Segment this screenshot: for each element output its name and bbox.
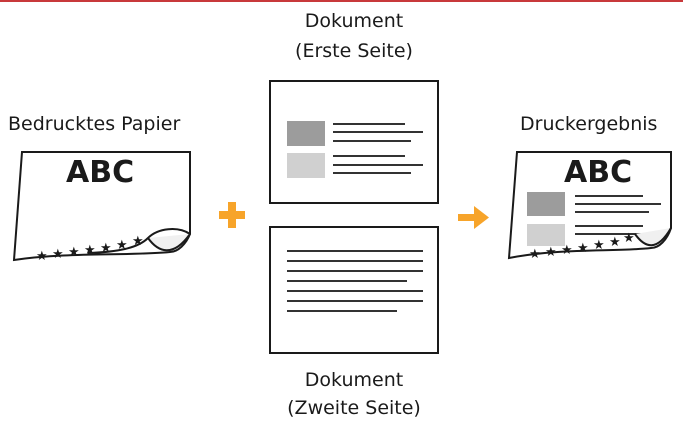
image-block-dark	[287, 121, 325, 146]
svg-text:★: ★	[36, 249, 48, 264]
image-block-light	[287, 153, 325, 178]
label-doc2-subtitle: (Zweite Seite)	[287, 397, 421, 419]
text-line	[333, 172, 411, 174]
svg-text:★: ★	[577, 241, 589, 256]
svg-text:★: ★	[116, 238, 128, 253]
text-line	[333, 164, 423, 166]
svg-text:★: ★	[545, 245, 557, 260]
text-line	[287, 290, 423, 292]
text-line	[287, 310, 397, 312]
svg-text:★: ★	[609, 235, 621, 250]
text-line	[287, 270, 423, 272]
text-line	[287, 280, 407, 282]
svg-text:★: ★	[529, 247, 541, 262]
text-line	[287, 300, 423, 302]
result-paper-illustration: ★★★ ★★★★	[507, 151, 672, 262]
star-icon: ★★★ ★★★★	[529, 231, 635, 262]
text-line	[287, 250, 423, 252]
label-doc1-title: Dokument	[304, 10, 404, 32]
document-second-page	[269, 226, 439, 354]
svg-text:★: ★	[68, 245, 80, 260]
star-icon: ★ ★ ★ ★ ★ ★ ★	[36, 234, 144, 264]
text-line	[333, 123, 405, 125]
label-doc1-subtitle: (Erste Seite)	[295, 40, 413, 62]
header-rule	[0, 0, 683, 2]
plus-icon	[219, 202, 245, 228]
text-line	[333, 131, 423, 133]
document-first-page	[269, 80, 439, 204]
result-paper-text: ABC	[564, 155, 633, 190]
svg-text:★: ★	[84, 243, 96, 258]
arrow-right-icon	[458, 206, 489, 229]
text-line	[333, 155, 405, 157]
printed-paper-illustration: ★ ★ ★ ★ ★ ★ ★	[12, 151, 191, 264]
svg-text:★: ★	[561, 243, 573, 258]
svg-text:★: ★	[100, 241, 112, 256]
svg-text:★: ★	[52, 247, 64, 262]
printed-paper-text: ABC	[66, 155, 135, 190]
text-line	[333, 140, 411, 142]
svg-text:★: ★	[623, 231, 635, 246]
svg-text:★: ★	[593, 238, 605, 253]
label-printed-paper: Bedrucktes Papier	[8, 113, 181, 135]
label-doc2-title: Dokument	[304, 369, 404, 391]
label-result: Druckergebnis	[520, 113, 658, 135]
svg-text:★: ★	[132, 234, 144, 249]
text-line	[287, 260, 423, 262]
